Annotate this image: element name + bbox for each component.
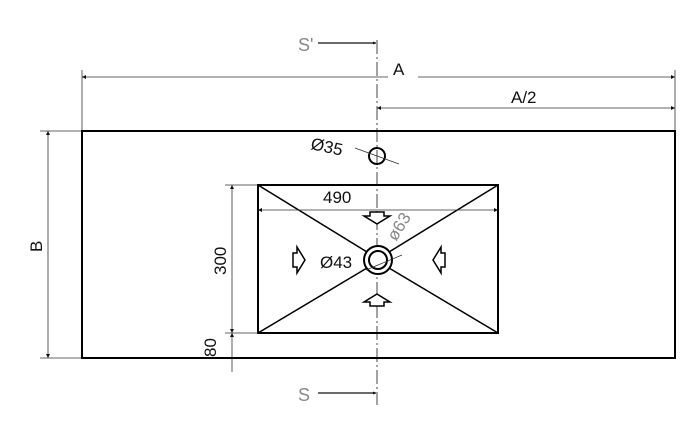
slope-arrow-up-icon <box>361 293 393 307</box>
basin-diagonal-top-right <box>388 184 499 253</box>
basin-outline <box>257 184 499 334</box>
slope-arrow-left-icon <box>432 244 446 276</box>
drain-inner <box>368 250 388 270</box>
section-top-label: S' <box>298 35 313 55</box>
slope-arrow-right-icon <box>292 244 306 276</box>
tap-hole-diameter-label: Ø35 <box>309 134 344 159</box>
front-margin-label: 80 <box>201 338 220 357</box>
dimension-a-half-label: A/2 <box>511 88 537 107</box>
basin-diagonal-top-left <box>257 184 368 253</box>
basin-diagonal-bottom-left <box>257 267 368 334</box>
countertop-outline <box>81 130 676 359</box>
dimension-b-label: B <box>27 241 46 252</box>
dimension-a-label-mask <box>388 60 418 84</box>
dimension-a-label: A <box>393 60 405 79</box>
tap-hole-leader-line <box>354 147 400 165</box>
drain-leader-line <box>365 254 403 271</box>
section-bottom-label: S <box>298 385 310 405</box>
drain-inner-diameter-label: Ø43 <box>320 253 352 272</box>
basin-width-label: 490 <box>323 188 351 207</box>
basin-depth-label: 300 <box>211 247 230 275</box>
basin-diagonal-bottom-right <box>388 267 499 334</box>
tap-hole <box>368 147 386 165</box>
slope-arrow-down-icon <box>361 211 393 225</box>
